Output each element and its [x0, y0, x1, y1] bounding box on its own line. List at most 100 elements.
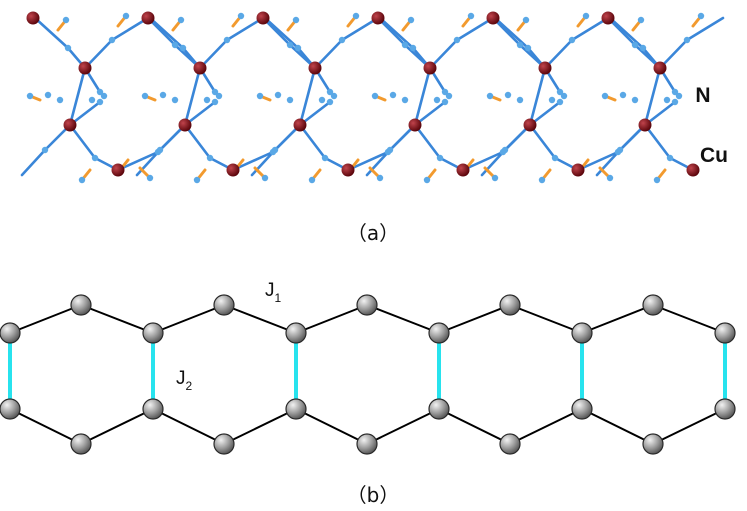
n-atom — [522, 16, 530, 24]
n-bridge-bond — [110, 16, 150, 42]
n-atom — [516, 41, 524, 49]
lattice-site — [642, 433, 664, 455]
cu-atom — [111, 163, 125, 177]
cu-atom — [226, 163, 240, 177]
n-atom — [389, 91, 397, 99]
cu-atom — [523, 118, 537, 132]
n-atom — [62, 16, 70, 24]
n-atom — [338, 36, 346, 44]
panel-a-crystal-structure: N Cu — [20, 11, 728, 184]
j2-rungs — [8, 333, 727, 409]
n-bridge-bond — [608, 16, 645, 50]
j1-bond — [9, 408, 82, 445]
n-atom — [318, 96, 326, 104]
n-atom — [453, 36, 461, 44]
lattice-site — [213, 433, 235, 455]
lattice-site — [642, 294, 664, 316]
n-atom — [386, 146, 394, 154]
j1-bond — [9, 304, 82, 334]
j1-bond — [652, 408, 726, 445]
n-atom — [524, 44, 532, 52]
n-bridge-bond — [340, 16, 380, 42]
n-atom — [376, 174, 384, 182]
n-atom — [171, 96, 179, 104]
j1-bond — [295, 408, 368, 445]
cu-atom — [408, 118, 422, 132]
n-atom — [44, 91, 52, 99]
n-atom — [206, 154, 214, 162]
n-atom — [326, 88, 334, 96]
n-atom — [261, 174, 269, 182]
cu-atom — [341, 163, 355, 177]
n-atom — [100, 92, 108, 100]
j1-bond — [223, 408, 297, 445]
n-bridge-bond — [570, 16, 610, 42]
j1-bond — [295, 304, 368, 334]
n-atom — [697, 12, 705, 20]
n-atom — [548, 96, 556, 104]
lattice-site — [499, 294, 521, 316]
n-bridge-bond — [116, 150, 160, 172]
n-atom — [637, 16, 645, 24]
lattice-site — [285, 322, 307, 344]
lattice-site — [714, 398, 736, 420]
lattice-site — [428, 322, 450, 344]
n-atom — [675, 92, 683, 100]
j1-bond — [581, 408, 654, 445]
lattice-site — [714, 322, 736, 344]
n-atom — [286, 96, 294, 104]
n-atom — [491, 174, 499, 182]
n-bridge-bond — [413, 123, 442, 160]
n-bridge-bond — [643, 123, 672, 160]
cu-atom — [571, 163, 585, 177]
j1-bond — [581, 304, 654, 334]
n-bridge-bond — [346, 150, 390, 172]
n-atom — [666, 154, 674, 162]
cu-atom — [653, 61, 667, 75]
lattice-site — [142, 398, 164, 420]
n-bridge-bond — [378, 16, 415, 50]
n-atom — [441, 88, 449, 96]
n-atom — [606, 174, 614, 182]
panel-b-lattice: J1 J2 — [0, 280, 736, 455]
cu-atom — [193, 61, 207, 75]
lattice-site — [0, 322, 21, 344]
lattice-site — [70, 433, 92, 455]
cu-atom — [26, 11, 40, 25]
n-atom — [352, 12, 360, 20]
n-atom — [486, 92, 494, 100]
cu-atom — [638, 118, 652, 132]
lattice-site — [571, 322, 593, 344]
cu-atom — [601, 11, 615, 25]
n-atom — [445, 92, 453, 100]
lattice-site — [428, 398, 450, 420]
n-bridge-bond — [528, 66, 547, 127]
j1-bond — [223, 304, 297, 334]
n-atom — [671, 98, 679, 106]
n-legend-label: N — [695, 84, 710, 107]
n-bridge-bond — [33, 16, 70, 50]
n-bridge-bond — [183, 123, 212, 160]
n-bridge-bond — [263, 16, 300, 50]
lattice-site — [213, 294, 235, 316]
cu-atom — [486, 11, 500, 25]
n-bridge-bond — [493, 16, 530, 50]
j1-bond — [509, 408, 583, 445]
j2-label: J2 — [176, 368, 193, 393]
j1-bond — [366, 304, 440, 334]
n-bridge-bond — [20, 148, 47, 177]
cu-atom — [371, 11, 385, 25]
n-atom — [371, 92, 379, 100]
n-atom — [96, 88, 104, 96]
n-atom — [308, 176, 316, 184]
n-atom — [560, 92, 568, 100]
cu-atom — [293, 118, 307, 132]
j1-bond — [80, 408, 154, 445]
n-atom — [436, 154, 444, 162]
n-atom — [538, 176, 546, 184]
n-atom — [64, 44, 72, 52]
lattice-site — [356, 294, 378, 316]
n-bridge-bond — [183, 66, 202, 127]
j1-bond — [652, 304, 726, 334]
